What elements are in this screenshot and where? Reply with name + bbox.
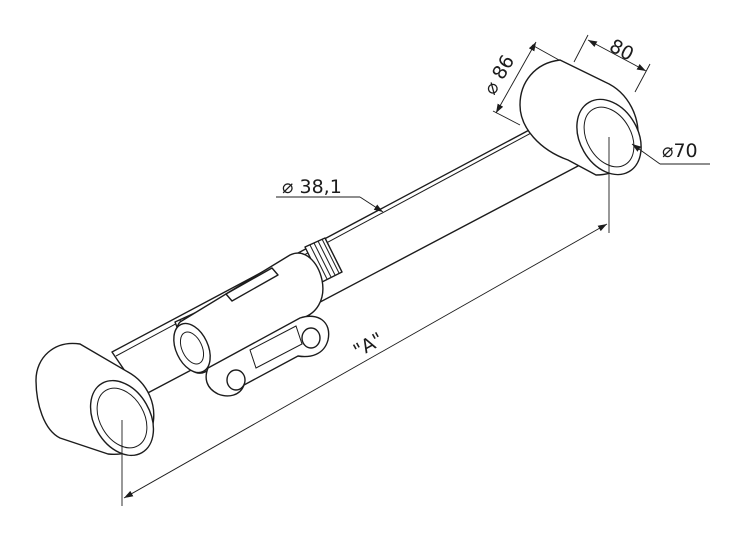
overall-length-label: "A" bbox=[350, 328, 387, 362]
bushing-outer-diameter-dimension bbox=[492, 41, 560, 126]
bushing-width-dimension bbox=[573, 34, 651, 93]
bushing-inner-diameter-dimension bbox=[631, 143, 710, 165]
tube-diameter-label: ⌀ 38,1 bbox=[282, 176, 342, 198]
bushing-outer-diameter-label: ⌀ 86 bbox=[479, 51, 519, 98]
tube-diameter-dimension bbox=[276, 196, 384, 213]
overall-length-dimension bbox=[121, 137, 610, 506]
adjuster-sleeve bbox=[173, 237, 343, 397]
bushing-width-label: 80 bbox=[606, 35, 638, 66]
bushing-inner-diameter-label: ⌀70 bbox=[662, 140, 698, 162]
